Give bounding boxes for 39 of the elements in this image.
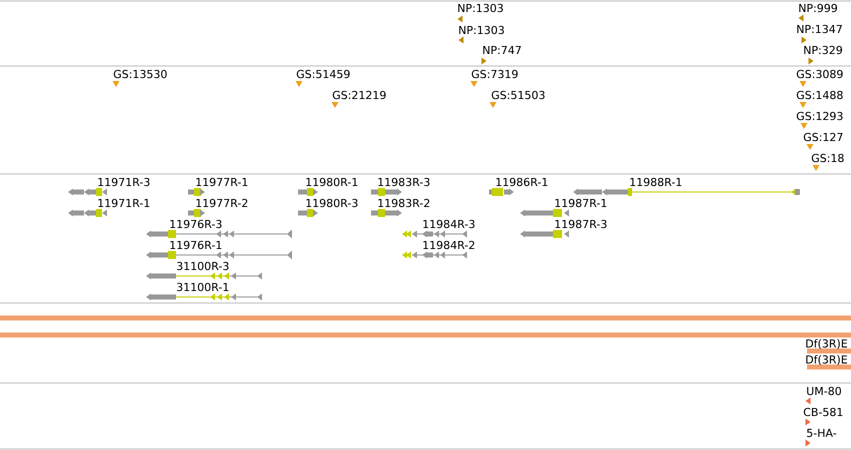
feature-label: Df(3R)E xyxy=(806,339,848,349)
feature-label: NP:1303 xyxy=(458,4,503,12)
gene-label: 11977R-2 xyxy=(196,198,248,208)
feature-label: GS:127 xyxy=(804,132,842,142)
feature-label: NP:329 xyxy=(804,46,842,54)
feature-label: GS:1293 xyxy=(796,112,843,120)
feature-label: Df(3R)E xyxy=(806,355,848,365)
feature-label: 5-HA- xyxy=(807,428,836,438)
feature-label: NP:1303 xyxy=(459,26,504,34)
feature-label: GS:51459 xyxy=(296,70,350,78)
feature-label: NP:999 xyxy=(799,4,837,12)
gene-label: 11984R-3 xyxy=(423,220,474,228)
feature-label: GS:18 xyxy=(812,154,844,162)
gene-label: 31100R-1 xyxy=(177,282,228,292)
gene-label: 11983R-3 xyxy=(378,178,430,186)
gene-label: 11983R-2 xyxy=(378,198,430,208)
feature-label: UM-80 xyxy=(807,386,841,396)
gene-label: 11976R-1 xyxy=(170,240,222,250)
feature-label: NP:747 xyxy=(483,46,521,54)
gene-label: 11986R-1 xyxy=(496,178,548,186)
gene-label: 11980R-3 xyxy=(306,198,358,208)
feature-label: GS:3089 xyxy=(796,70,843,78)
gene-label: 11984R-2 xyxy=(423,240,474,250)
feature-label: GS:51503 xyxy=(492,90,545,100)
feature-label: NP:1347 xyxy=(797,24,842,34)
feature-label: GS:13530 xyxy=(114,70,167,78)
feature-label: GS:21219 xyxy=(332,90,386,100)
gene-label: 11971R-3 xyxy=(98,178,150,186)
gene-label: 11987R-1 xyxy=(555,198,606,208)
gene-label: 11980R-1 xyxy=(306,178,358,186)
gene-label: 11987R-3 xyxy=(555,220,606,228)
gene-label: 11976R-3 xyxy=(170,220,222,228)
feature-label: GS:7319 xyxy=(472,70,518,78)
feature-label: GS:1488 xyxy=(796,90,843,100)
gene-label: 11977R-1 xyxy=(196,178,248,186)
feature-label: CB-581 xyxy=(804,408,842,416)
gene-label: 31100R-3 xyxy=(177,262,228,270)
gene-label: 11988R-1 xyxy=(630,178,682,186)
gene-label: 11971R-1 xyxy=(98,198,150,208)
